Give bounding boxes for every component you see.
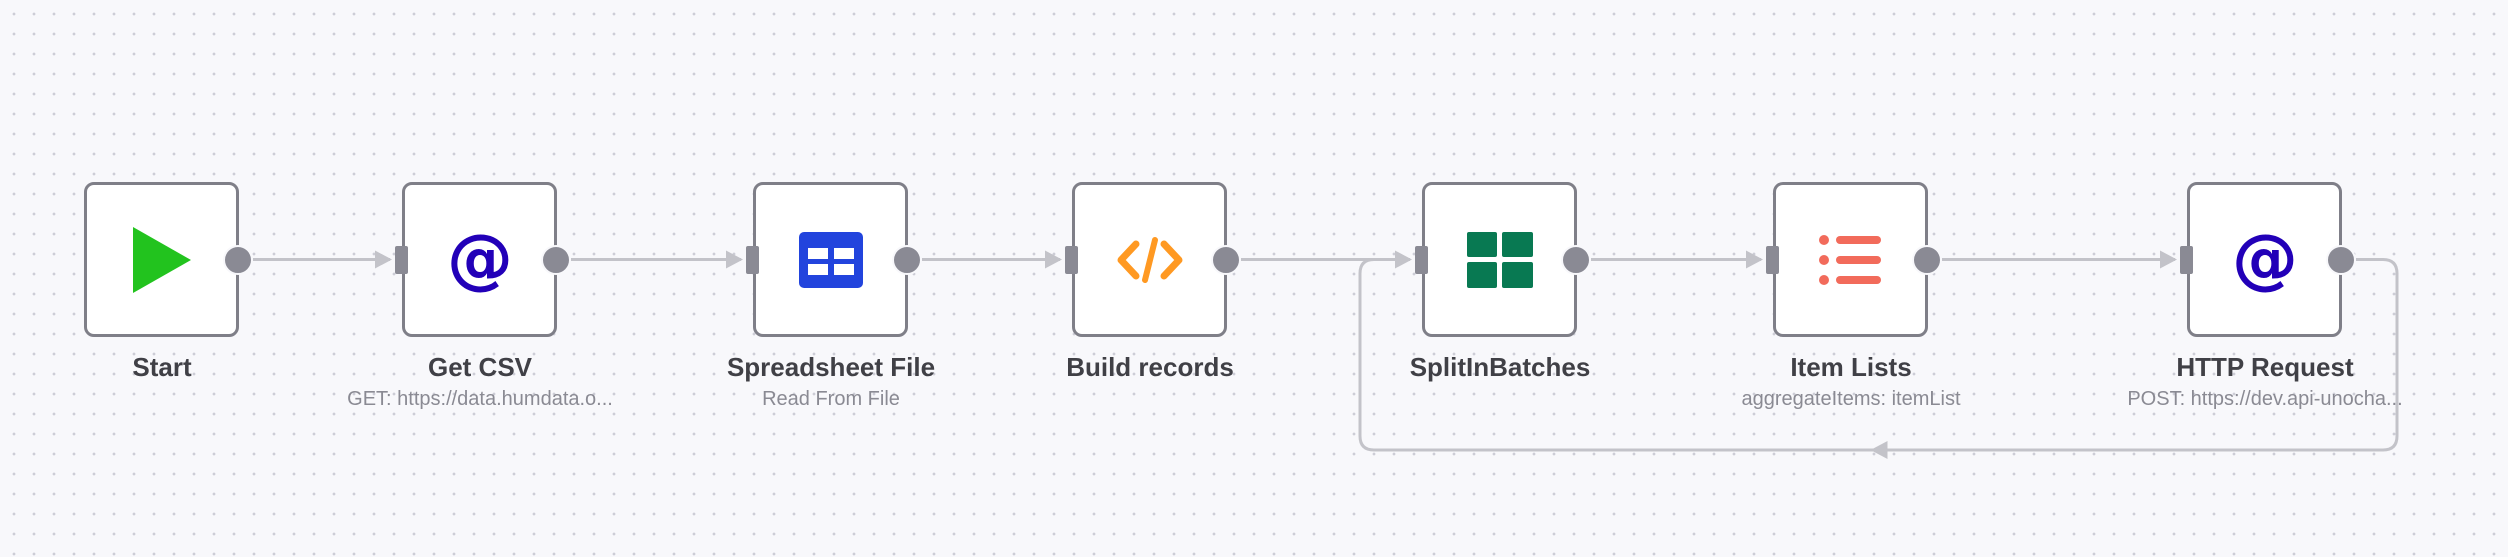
node-item-lists[interactable] [1766, 182, 1942, 337]
input-port[interactable] [1766, 246, 1779, 274]
connection-arrow [2160, 250, 2177, 269]
svg-text:@: @ [2232, 225, 2298, 295]
node-spreadsheet-file[interactable] [746, 182, 922, 337]
node-subtitle: GET: https://data.humdata.o... [347, 388, 613, 410]
grid-icon [1466, 231, 1533, 288]
table-icon [798, 231, 863, 288]
connection-arrow [375, 250, 392, 269]
output-port[interactable] [1561, 245, 1591, 275]
connection-arrow [1870, 441, 1888, 459]
input-port[interactable] [1065, 246, 1078, 274]
node-label: Spreadsheet File [726, 352, 936, 382]
input-port[interactable] [395, 246, 408, 274]
output-port[interactable] [2326, 245, 2356, 275]
connection-arrow [726, 250, 743, 269]
list-icon [1818, 234, 1883, 286]
at-sign-icon: @ [445, 225, 515, 295]
input-port[interactable] [746, 246, 759, 274]
node-http-request[interactable]: @ [2180, 182, 2356, 337]
node-label: Start [132, 352, 192, 382]
code-icon [1117, 235, 1183, 285]
output-port[interactable] [1211, 245, 1241, 275]
node-label: Build records [1066, 352, 1234, 382]
node-subtitle: aggregateItems: itemList [1741, 388, 1961, 410]
svg-text:@: @ [447, 225, 513, 295]
input-port[interactable] [2180, 246, 2193, 274]
connection-arrow [1045, 250, 1062, 269]
output-port[interactable] [1912, 245, 1942, 275]
node-label: HTTP Request [2176, 352, 2354, 382]
node-label: Item Lists [1790, 352, 1912, 382]
node-label: Get CSV [427, 352, 533, 382]
node-subtitle: Read From File [762, 388, 900, 410]
node-split-in-batches[interactable] [1415, 182, 1591, 337]
node-get-csv[interactable]: @ [395, 182, 571, 337]
connection-arrow [1746, 250, 1763, 269]
node-label: SplitInBatches [1409, 352, 1591, 382]
node-build-records[interactable] [1065, 182, 1241, 337]
play-icon [131, 225, 193, 295]
node-start[interactable] [84, 182, 253, 337]
node-subtitle: POST: https://dev.api-unocha... [2127, 388, 2403, 410]
input-port[interactable] [1415, 246, 1428, 274]
at-sign-icon: @ [2230, 225, 2300, 295]
output-port[interactable] [892, 245, 922, 275]
output-port[interactable] [223, 245, 253, 275]
output-port[interactable] [541, 245, 571, 275]
